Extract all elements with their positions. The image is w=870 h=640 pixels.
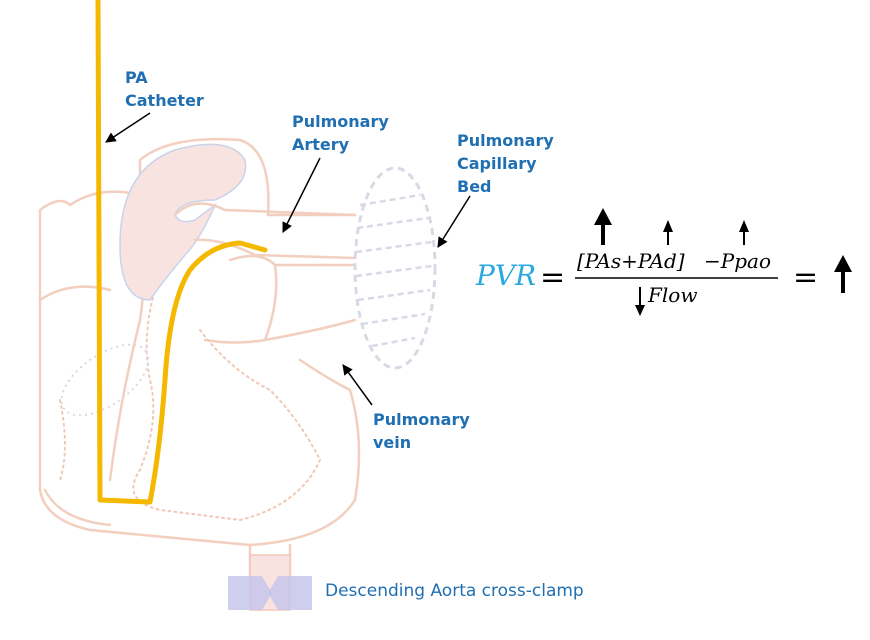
pas-up-arrow-icon — [594, 208, 612, 245]
equals-sign-2: = — [793, 260, 818, 295]
pa-catheter — [95, 0, 268, 505]
result-up-arrow-icon — [834, 255, 852, 293]
capillary-bed — [353, 166, 437, 370]
numerator-right: −Ppao — [704, 249, 771, 273]
label-arrows — [105, 112, 471, 406]
numerator-left: [PAs+PAd] — [577, 249, 685, 273]
pvr-text: PVR — [475, 259, 536, 292]
pa-catheter-label: PA Catheter — [125, 68, 204, 110]
flow-down-arrow-icon — [635, 287, 645, 316]
left-atrium-dotted — [60, 343, 150, 417]
pulmonary-artery-label: Pulmonary Artery — [292, 112, 389, 154]
pad-up-arrow-icon — [663, 220, 673, 245]
ppao-up-arrow-icon — [739, 220, 749, 245]
denominator: Flow — [647, 283, 697, 307]
cross-clamp — [228, 554, 312, 611]
equals-sign: = — [540, 260, 565, 295]
pulmonary-vein-label: Pulmonary vein — [373, 410, 470, 452]
equation-arrows — [594, 208, 852, 316]
heart-chambers-dotted — [59, 274, 321, 522]
capillary-bed-label: Pulmonary Capillary Bed — [457, 131, 554, 196]
cross-clamp-label: Descending Aorta cross-clamp — [325, 581, 584, 601]
aortic-arch — [119, 143, 247, 301]
